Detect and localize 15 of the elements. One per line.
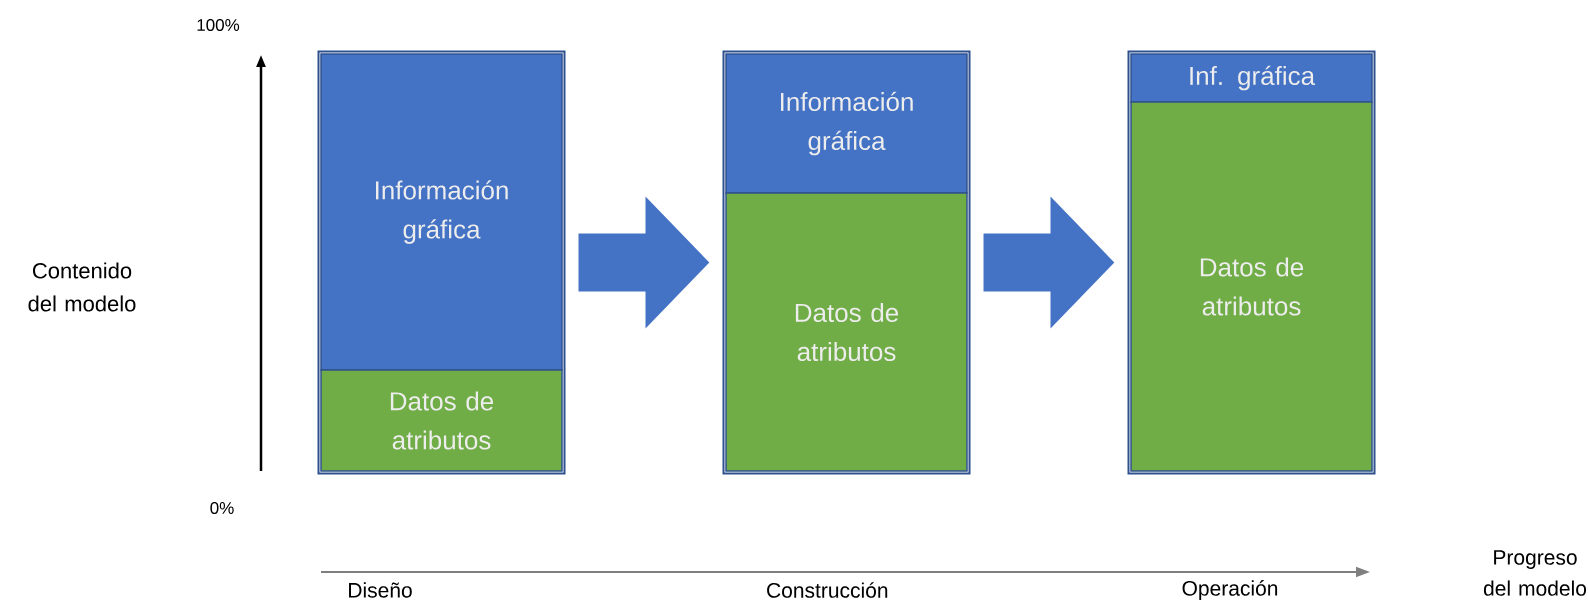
axis-label: 100%: [197, 18, 240, 31]
axis-label: Construcción: [767, 582, 888, 598]
axis-label: 0%: [210, 502, 234, 514]
segment-box: Inf. gráfica: [1130, 53, 1373, 103]
segment-box: Información gráfica: [725, 53, 968, 194]
segment-box: Datos de atributos: [320, 369, 563, 472]
segment-box: Datos de atributos: [725, 192, 968, 472]
segment-box: Datos de atributos: [1130, 101, 1373, 472]
segment-box: Información gráfica: [320, 53, 563, 371]
axis-label: Diseño: [349, 582, 412, 598]
column-bar: [317, 50, 566, 475]
axis-label: Progreso del modelo: [1483, 550, 1587, 596]
column-bar: [722, 50, 971, 475]
axis-label: Operación: [1182, 580, 1278, 600]
axis-label: Contenido del modelo: [28, 262, 136, 312]
